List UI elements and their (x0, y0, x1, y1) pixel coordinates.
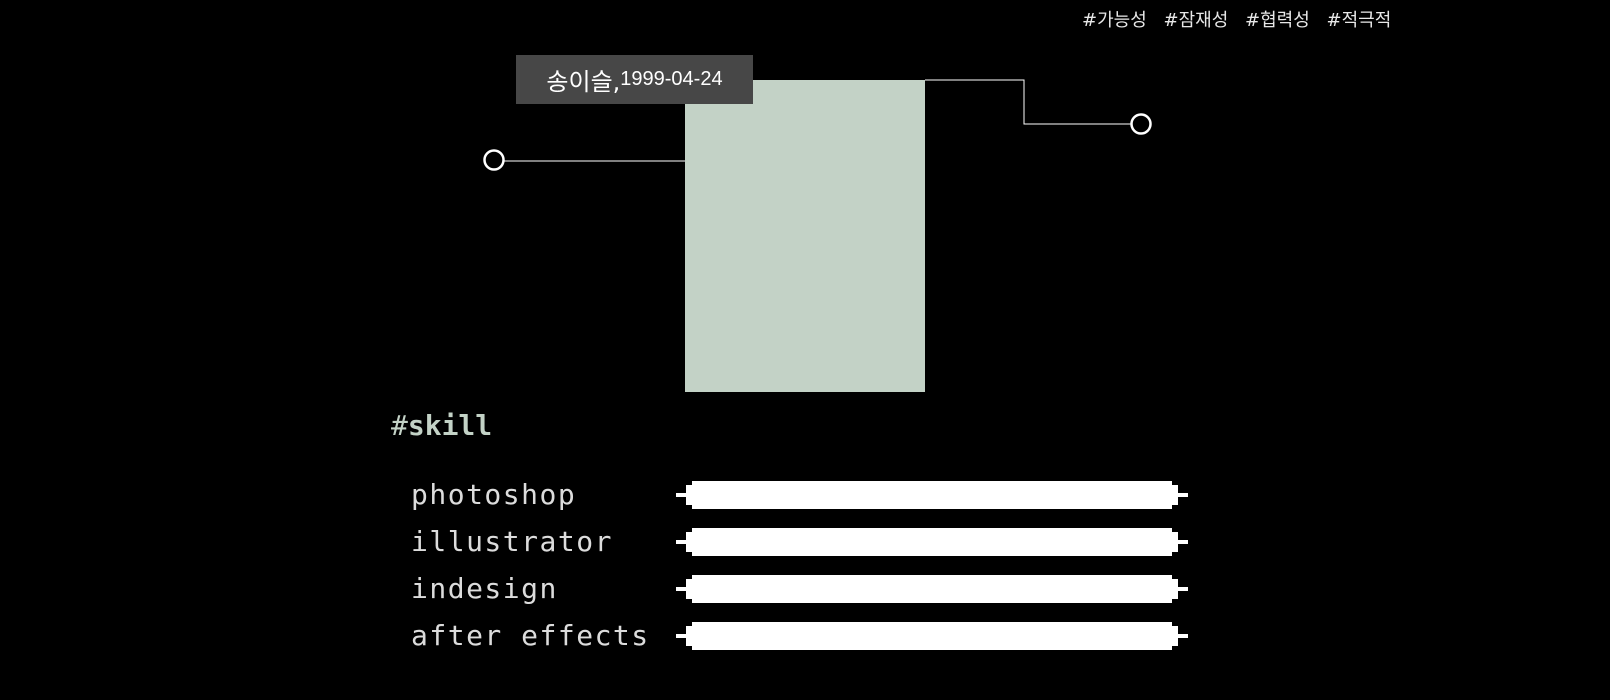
skill-bar-fill (692, 622, 1172, 650)
skill-label: photoshop (411, 478, 577, 511)
profile-photo-placeholder (685, 80, 925, 392)
skill-bar-cap-left (686, 579, 692, 599)
skill-bar-cap-right (1172, 532, 1178, 552)
left-node-circle (483, 149, 505, 171)
skill-row-indesign: indesign (0, 569, 1610, 609)
profile-name: 송이슬, (546, 68, 621, 96)
skill-label: indesign (411, 572, 558, 605)
skill-bar-cap-left (686, 532, 692, 552)
hashtag-list: #가능성 #잠재성 #협력성 #적극적 (1082, 6, 1402, 32)
right-connector-line (925, 79, 1131, 125)
right-node-circle (1130, 113, 1152, 135)
skill-row-photoshop: photoshop (0, 475, 1610, 515)
hashtag-cooperation: #협력성 (1245, 10, 1310, 31)
skill-bar-cap-right (1172, 626, 1178, 646)
skill-bar-fill (692, 575, 1172, 603)
skill-label: illustrator (411, 525, 613, 558)
skill-bar (676, 569, 1188, 609)
name-tag: 송이슬, 1999-04-24 (516, 55, 753, 104)
skill-label: after effects (411, 619, 650, 652)
skill-title-word: skill (407, 409, 493, 442)
skill-row-after-effects: after effects (0, 616, 1610, 656)
skill-bar-fill (692, 481, 1172, 509)
skill-bar-cap-right (1172, 579, 1178, 599)
skill-section-title: #skill (391, 409, 492, 442)
hashtag-potential: #잠재성 (1163, 10, 1229, 31)
hashtag-possibility: #가능성 (1082, 10, 1147, 31)
skill-bar-cap-left (686, 626, 692, 646)
skill-row-illustrator: illustrator (0, 522, 1610, 562)
skill-bar (676, 475, 1188, 515)
skill-bar-fill (692, 528, 1172, 556)
skill-title-hash: # (391, 409, 408, 442)
hashtag-active: #적극적 (1326, 10, 1392, 31)
profile-birthdate: 1999-04-24 (620, 68, 723, 90)
skill-bar-cap-right (1172, 485, 1178, 505)
skill-bar (676, 616, 1188, 656)
skill-bar (676, 522, 1188, 562)
skill-bar-cap-left (686, 485, 692, 505)
